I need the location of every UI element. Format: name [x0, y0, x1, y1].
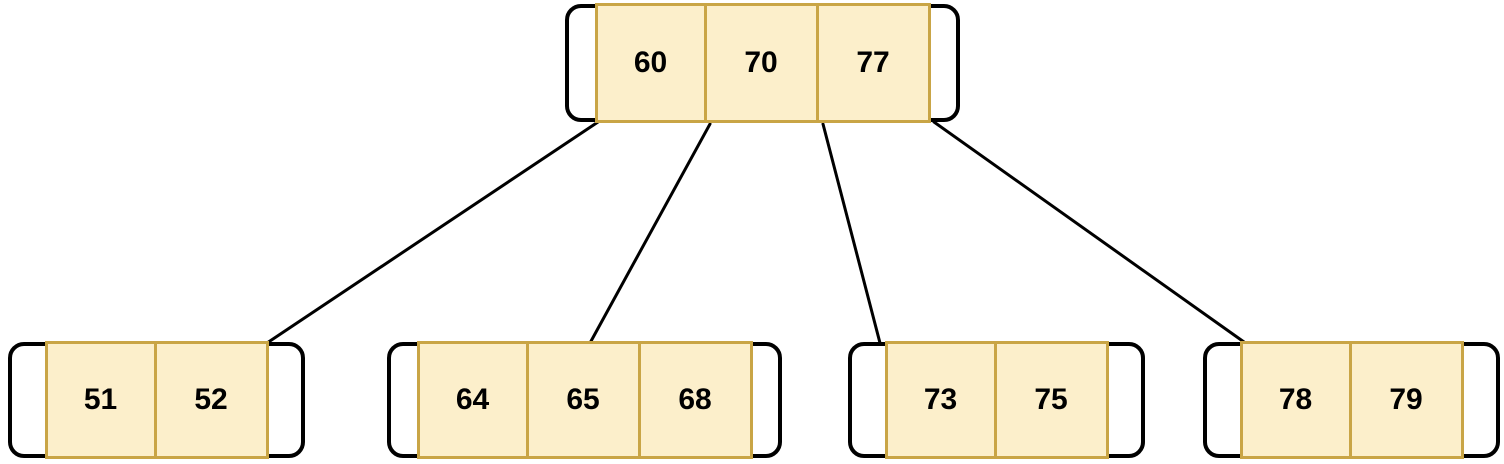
btree-key-cell: 75	[996, 341, 1109, 459]
btree-node-child-1-cells: 51 52	[44, 341, 269, 459]
btree-key-cell: 51	[44, 341, 157, 459]
btree-node-child-2-cells: 64 65 68	[416, 341, 753, 459]
btree-node-child-2: 64 65 68	[387, 341, 782, 459]
btree-key-cell: 65	[528, 341, 641, 459]
edge-root-to-child1	[265, 120, 600, 345]
edge-root-to-child4	[932, 120, 1246, 344]
btree-node-root-cells: 60 70 77	[594, 3, 931, 123]
btree-key-cell: 68	[640, 341, 753, 459]
btree-key-cell: 60	[594, 3, 707, 123]
btree-key-cell: 77	[818, 3, 931, 123]
btree-node-child-4-cells: 78 79	[1239, 341, 1464, 459]
btree-key-cell: 73	[884, 341, 997, 459]
btree-node-child-3-cells: 73 75	[884, 341, 1109, 459]
edge-root-to-child2	[588, 122, 712, 345]
edge-root-to-child3	[821, 122, 882, 345]
btree-key-cell: 52	[156, 341, 269, 459]
btree-key-cell: 79	[1351, 341, 1464, 459]
btree-node-child-1: 51 52	[8, 341, 305, 459]
btree-key-cell: 64	[416, 341, 529, 459]
btree-node-child-4: 78 79	[1203, 341, 1500, 459]
btree-node-root: 60 70 77	[565, 3, 960, 123]
btree-node-child-3: 73 75	[848, 341, 1145, 459]
btree-key-cell: 78	[1239, 341, 1352, 459]
btree-key-cell: 70	[706, 3, 819, 123]
